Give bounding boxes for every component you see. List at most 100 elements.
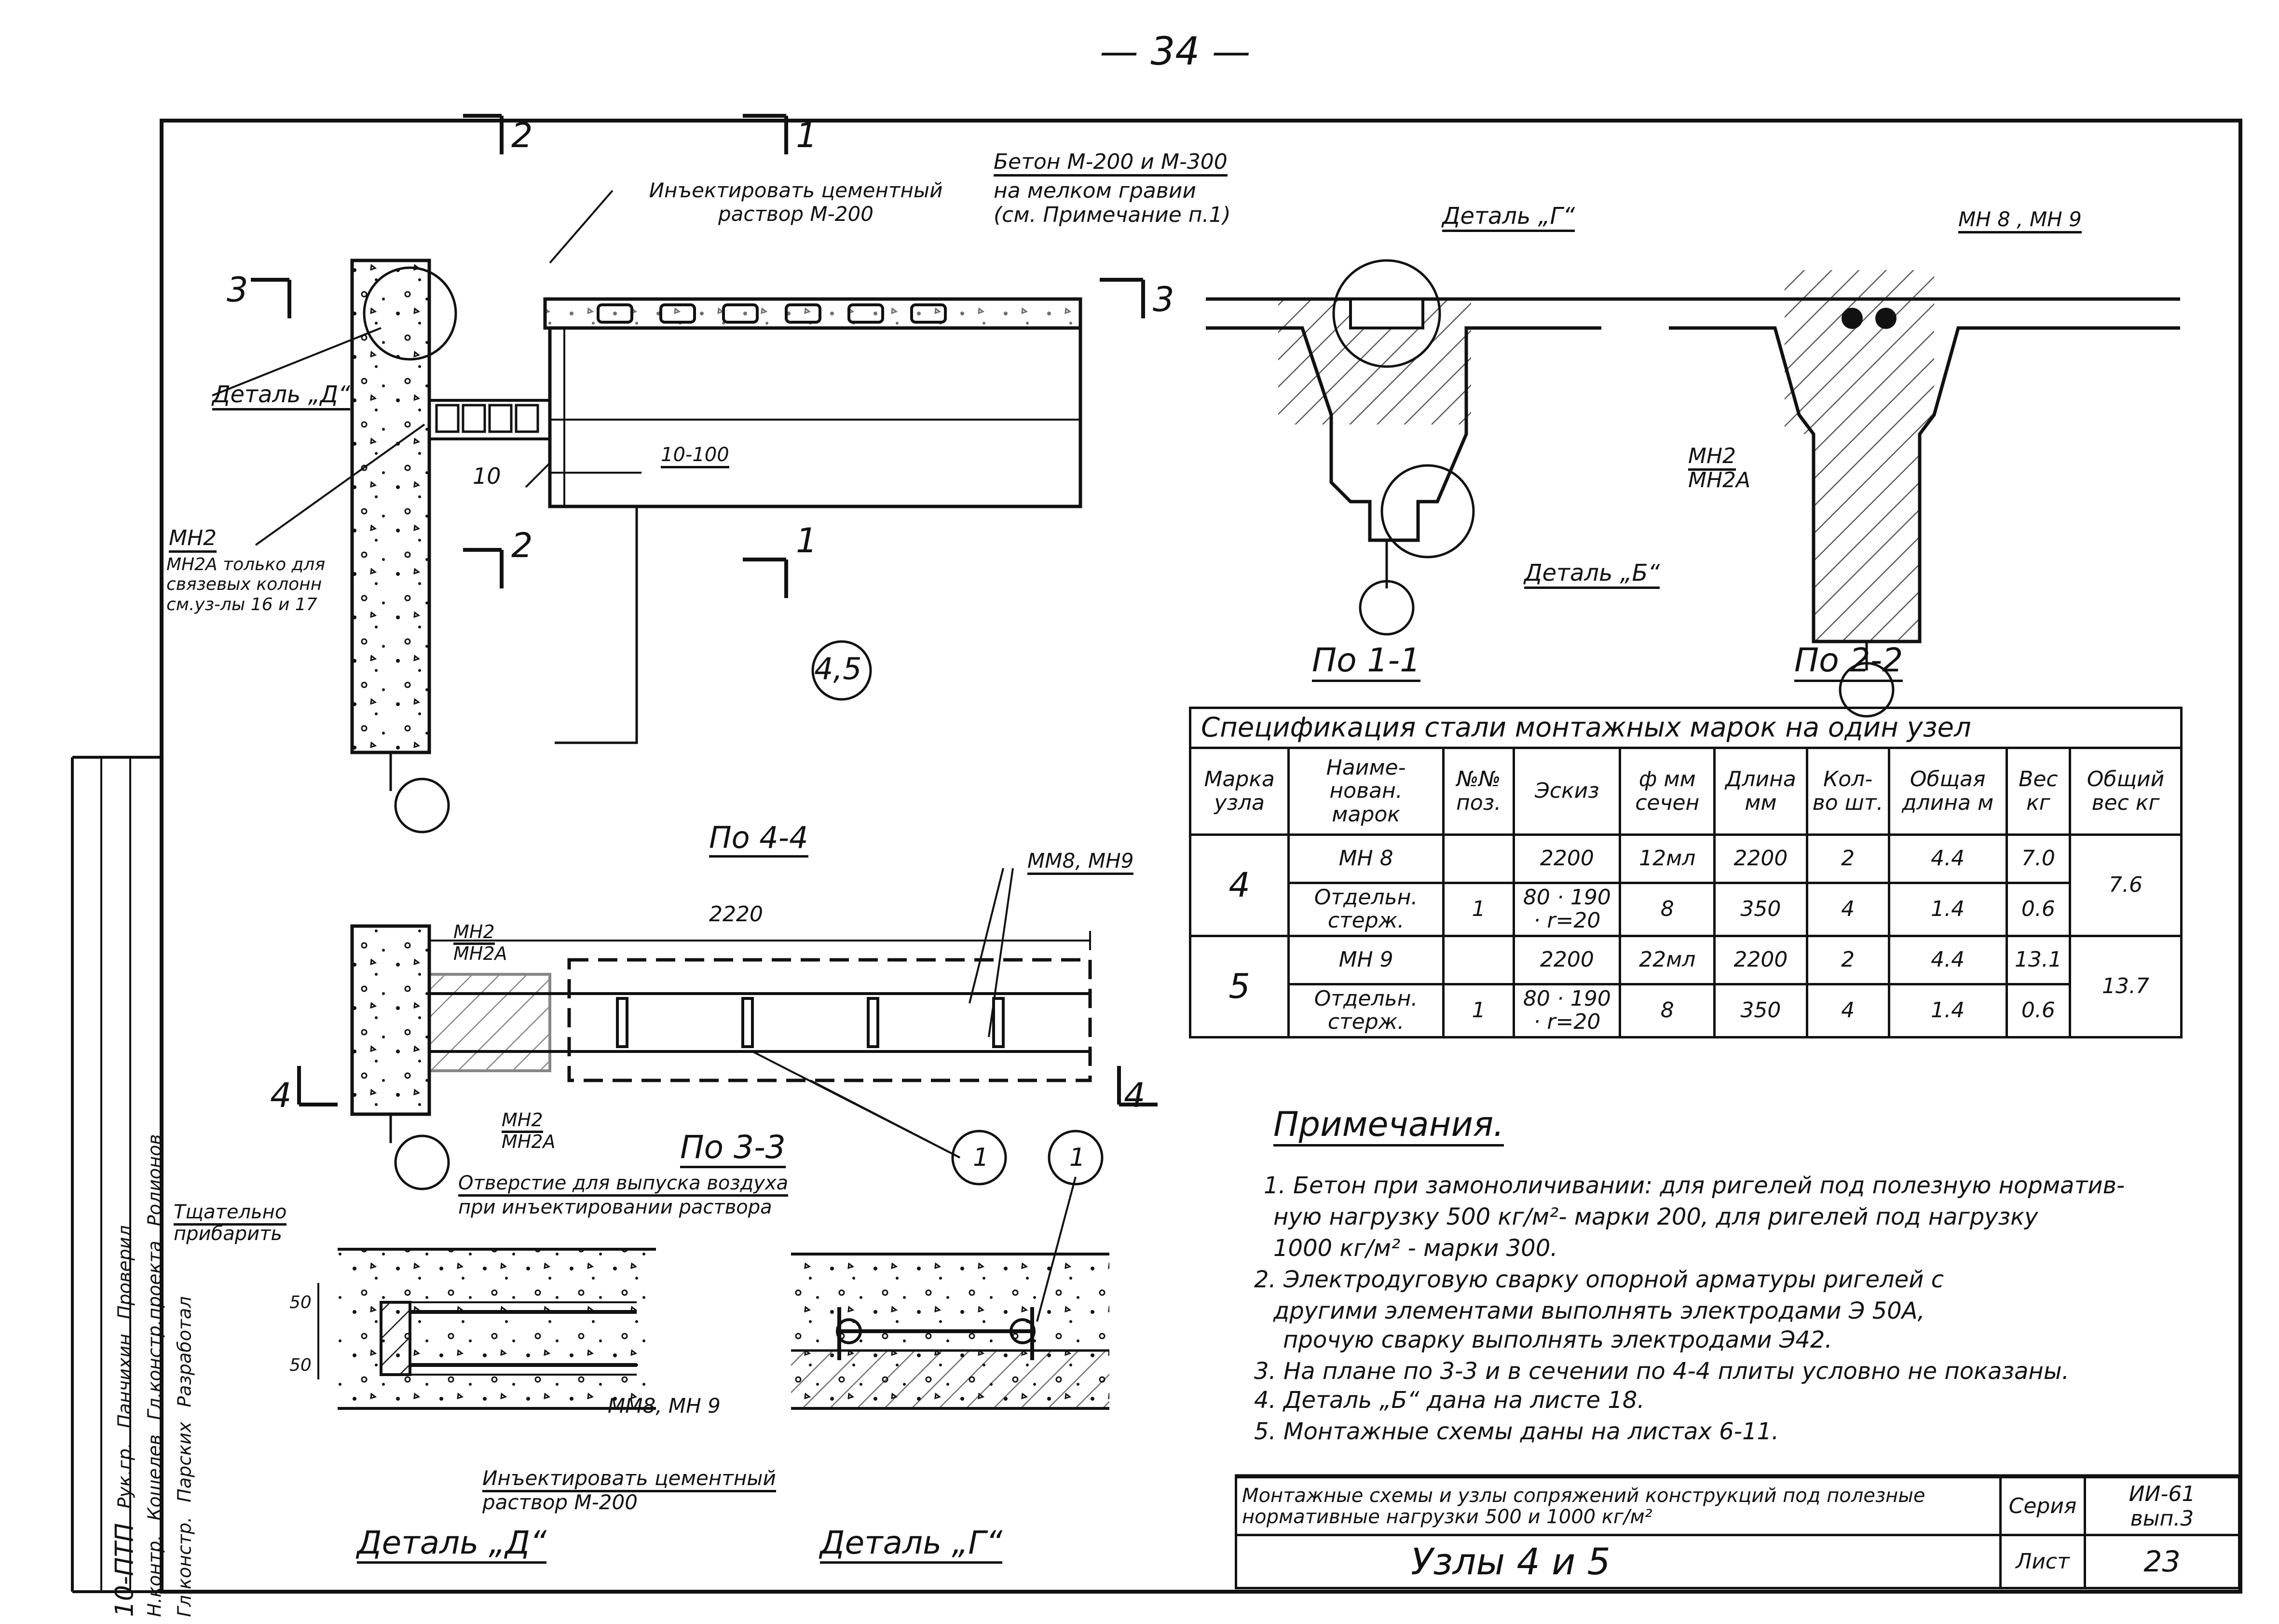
plan-mn2a: МН2А xyxy=(453,943,507,964)
detail-caulk-2: прибарить xyxy=(174,1223,282,1245)
spec-title: Спецификация стали монтажных марок на од… xyxy=(1189,707,2183,749)
callout-mn2a-b: МН2А xyxy=(1688,468,1751,492)
notes-title: Примечания. xyxy=(1273,1105,1504,1146)
spec-pos xyxy=(1442,934,1515,985)
detail-dim-50a: 50 xyxy=(289,1293,312,1312)
spec-name: МН 8 xyxy=(1287,833,1445,884)
marker-1-plan xyxy=(951,1130,1007,1186)
plan-mn2a-bottom: МН2А xyxy=(502,1131,556,1152)
spec-header: Марка узла xyxy=(1188,747,1290,836)
spec-tot-len: 1.4 xyxy=(1887,983,2008,1038)
spec-pos: 1 xyxy=(1442,983,1515,1038)
spec-dia: 8 xyxy=(1619,983,1716,1038)
stamp-row: Рук.гр. xyxy=(114,1442,136,1509)
callout-detail-g: Деталь „Г“ xyxy=(1442,203,1575,232)
note-line: 1000 кг/м² - марки 300. xyxy=(1273,1235,1558,1262)
series-label: Серия xyxy=(1999,1476,2086,1536)
spec-qty: 2 xyxy=(1805,833,1890,884)
callout-mn8-mn9: МН 8 , МН 9 xyxy=(1958,207,2082,233)
detail-dim-50b: 50 xyxy=(289,1355,312,1375)
spec-header: Общая длина м xyxy=(1887,747,2008,836)
spec-weight: 13.1 xyxy=(2005,934,2072,985)
plan-column xyxy=(350,924,431,1116)
stamp-row: Гл.констр. xyxy=(174,1516,195,1617)
plan-mn2-bottom: МН2 xyxy=(502,1109,543,1133)
callout-inject-mortar: Инъектировать цементный раствор М-200 xyxy=(649,178,943,226)
callout-concrete-3: (см. Примечание п.1) xyxy=(994,203,1231,227)
spec-len: 350 xyxy=(1713,882,1808,937)
section-mark-2-top: 2 xyxy=(511,116,533,155)
marker-1-detail xyxy=(1048,1130,1104,1186)
note-line: 1. Бетон при замоноличивании: для ригеле… xyxy=(1264,1172,2125,1199)
note-line: 3. На плане по 3-3 и в сечении по 4-4 пл… xyxy=(1254,1358,2069,1385)
callout-detail-b: Деталь „Б“ xyxy=(1524,560,1660,589)
spec-qty: 4 xyxy=(1805,983,1890,1038)
spec-header: Эскиз xyxy=(1513,747,1622,836)
section-mark-1-top: 1 xyxy=(796,116,818,155)
section-mark-2-bottom: 2 xyxy=(511,526,533,565)
title-section-4-4: По 4-4 xyxy=(709,820,808,858)
stamp-row: Гл.констр.проекта xyxy=(144,1241,165,1420)
spec-total: 13.7 xyxy=(2069,934,2183,1038)
detail-d-title: Деталь „Д“ xyxy=(357,1524,547,1564)
detail-marker-1: 1 xyxy=(1069,1143,1086,1172)
note-line: 2. Электродуговую сварку опорной арматур… xyxy=(1254,1266,1944,1293)
spec-qty: 2 xyxy=(1805,934,1890,985)
spec-name: Отдельн. стерж. xyxy=(1287,882,1445,937)
callout-concrete-2: на мелком гравии xyxy=(994,178,1196,203)
detail-inject-2: раствор М-200 xyxy=(482,1490,638,1514)
title-block: Монтажные схемы и узлы сопряжений констр… xyxy=(1235,1476,2240,1589)
spec-weight: 7.0 xyxy=(2005,833,2072,884)
spec-table: Спецификация стали монтажных марок на од… xyxy=(1188,707,2183,1038)
spec-dia: 22мл xyxy=(1619,934,1716,985)
spec-len: 350 xyxy=(1713,983,1808,1038)
detail-inject: Инъектировать цементный xyxy=(482,1466,776,1492)
note-line: 4. Деталь „Б“ дана на листе 18. xyxy=(1254,1387,1645,1414)
note-line: другими элементами выполнять электродами… xyxy=(1273,1297,1925,1324)
spec-name: Отдельн. стерж. xyxy=(1287,983,1445,1038)
spec-sketch: 2200 xyxy=(1513,833,1622,884)
plan-mn2: МН2 xyxy=(453,921,495,945)
spec-header: Наиме-нован. марок xyxy=(1287,747,1445,836)
sheet-value: 23 xyxy=(2084,1534,2240,1589)
main-circle-label: 4,5 xyxy=(814,651,862,686)
spec-node: 4 xyxy=(1188,833,1290,937)
series-code: ИИ-61 xyxy=(2129,1481,2196,1506)
series-value: ИИ-61 вып.3 xyxy=(2084,1476,2240,1536)
spec-total: 7.6 xyxy=(2069,833,2183,937)
spec-header: ф мм сечен xyxy=(1619,747,1716,836)
plan-dim-2220: 2220 xyxy=(709,902,763,927)
callout-mn2: МН2 xyxy=(169,526,217,553)
sheet-label: Лист xyxy=(1999,1534,2086,1589)
spec-pos xyxy=(1442,833,1515,884)
detail-mm8-mn9: ММ8, МН 9 xyxy=(608,1394,721,1418)
note-line: 5. Монтажные схемы даны на листах 6-11. xyxy=(1254,1418,1779,1445)
spec-dia: 8 xyxy=(1619,882,1716,937)
axis-bubble xyxy=(394,778,450,833)
spec-pos: 1 xyxy=(1442,882,1515,937)
callout-mark-10-100: 10-100 xyxy=(661,444,729,468)
series-issue: вып.3 xyxy=(2130,1506,2194,1531)
stamp-row: Н.контр. xyxy=(144,1535,165,1617)
stamp-name: Родионов xyxy=(144,1134,165,1227)
spec-header: Вес кг xyxy=(2005,747,2072,836)
spec-weight: 0.6 xyxy=(2005,983,2072,1038)
detail-g-circle xyxy=(1332,259,1441,368)
spec-header: Общий вес кг xyxy=(2069,747,2183,836)
title-section-2-2: По 2-2 xyxy=(1794,641,1903,682)
stamp-name: Парских xyxy=(174,1421,195,1502)
spec-sketch: 80 · 190 · r=20 xyxy=(1513,983,1622,1038)
detail-hole-note-2: при инъектировании раствора xyxy=(458,1196,772,1218)
spec-node: 5 xyxy=(1188,934,1290,1038)
callout-detail-d: Деталь „Д“ xyxy=(212,381,350,410)
title-section-3-3: По 3-3 xyxy=(680,1129,786,1168)
callout-mark-10: 10 xyxy=(473,463,501,489)
spec-tot-len: 4.4 xyxy=(1887,833,2008,884)
spec-name: МН 9 xyxy=(1287,934,1445,985)
spec-dia: 12мл xyxy=(1619,833,1716,884)
plan-mm8-mn9: ММ8, МН9 xyxy=(1027,849,1134,875)
plan-marker-1: 1 xyxy=(973,1143,989,1172)
title-description: Монтажные схемы и узлы сопряжений констр… xyxy=(1235,1476,2002,1536)
spec-weight: 0.6 xyxy=(2005,882,2072,937)
